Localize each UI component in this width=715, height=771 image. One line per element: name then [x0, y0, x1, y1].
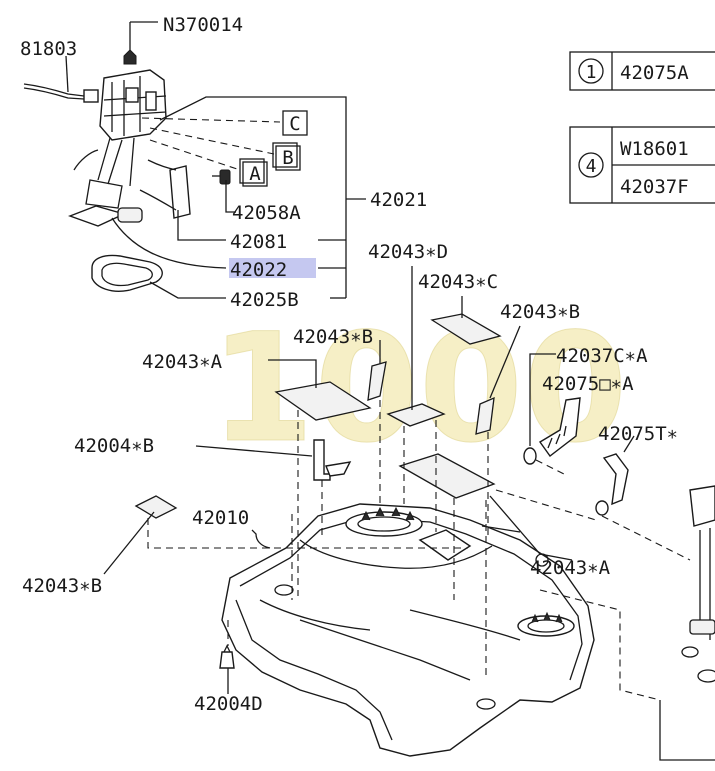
label-42075t: 42075T∗	[598, 423, 678, 445]
label-42021: 42021	[370, 189, 427, 211]
legend-row1-part: 42075A	[620, 62, 689, 84]
box-a-letter: A	[249, 163, 261, 185]
pad-42043b-mid	[367, 361, 387, 401]
label-42043a-left: 42043∗A	[142, 351, 223, 373]
box-b-group: B	[272, 142, 301, 171]
part-labels: N370014 81803 42058A 42021 42081 42022 4…	[20, 14, 678, 715]
watermark: 1000 1000	[210, 302, 628, 477]
hose-42075t	[602, 453, 629, 506]
label-42025b: 42025B	[230, 289, 299, 311]
label-42043c: 42043∗C	[418, 271, 498, 293]
legend-row1-number: 1	[586, 62, 597, 83]
legend-row2-part-a: W18601	[620, 138, 689, 160]
label-42058a: 42058A	[232, 202, 301, 224]
label-42075o: 42075□∗A	[542, 373, 634, 395]
legend-table-1: 1 42075A	[569, 51, 715, 91]
label-81803: 81803	[20, 38, 77, 60]
pad-42043a-lower	[398, 453, 496, 499]
legend-row2-part-b: 42037F	[620, 176, 689, 198]
pads-and-clips	[134, 313, 715, 683]
pad-42043b-lower	[134, 495, 178, 519]
clamp-42037c	[523, 447, 537, 465]
label-42043b-mid: 42043∗B	[293, 326, 373, 348]
clip-42004d	[219, 651, 235, 669]
label-42043d: 42043∗D	[368, 241, 448, 263]
box-c-letter: C	[289, 113, 300, 135]
box-c-group: C	[282, 110, 308, 136]
pad-42043a-upper	[274, 381, 372, 421]
label-42004d: 42004D	[194, 693, 263, 715]
label-42022: 42022	[230, 259, 287, 281]
pad-leaders	[103, 266, 715, 761]
label-42022-highlight	[229, 258, 316, 278]
fuel-tank	[221, 503, 595, 757]
box-a-group: A	[239, 158, 268, 187]
pad-42043d	[386, 403, 446, 427]
pad-42043b-right	[475, 396, 495, 435]
label-42043b-right: 42043∗B	[500, 301, 580, 323]
label-42043a-low: 42043∗A	[530, 557, 611, 579]
label-42037c: 42037C∗A	[556, 345, 648, 367]
fuel-pump-assembly	[23, 42, 231, 292]
label-42043b-low: 42043∗B	[22, 575, 102, 597]
pad-42043c	[430, 313, 502, 345]
label-n370014: N370014	[163, 14, 243, 36]
legend-row2-number: 4	[586, 156, 597, 177]
label-42004b: 42004∗B	[74, 435, 154, 457]
label-42010: 42010	[192, 507, 249, 529]
assembly-leaders	[65, 21, 366, 299]
label-42081: 42081	[230, 231, 287, 253]
box-b-letter: B	[282, 147, 293, 169]
legend-table-2: 4 W18601 42037F	[569, 126, 715, 204]
